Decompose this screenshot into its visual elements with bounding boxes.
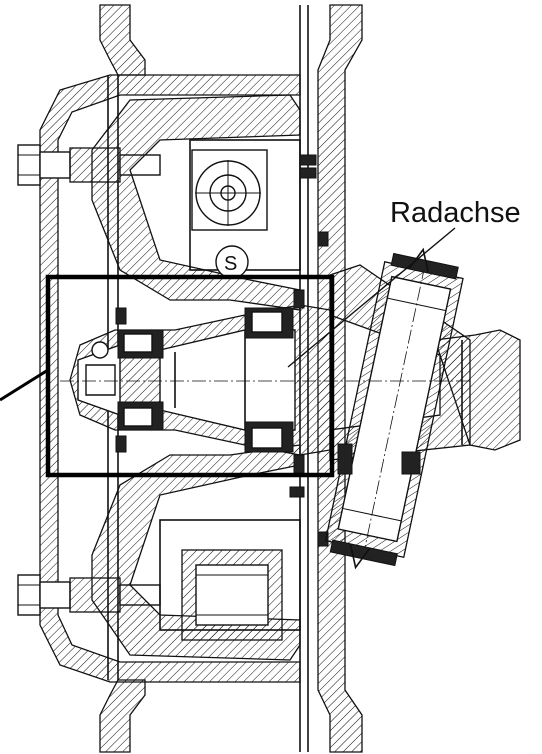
inner-taper-bearing-bottom (244, 421, 294, 453)
highlight-box (45, 274, 335, 478)
svg-text:S: S (224, 253, 237, 275)
radachse-label: Radachse (390, 197, 521, 229)
inner-taper-bearing-top (244, 307, 294, 339)
left-leader-line (0, 368, 49, 402)
upper-brake-cam: S (191, 149, 268, 279)
outer-taper-bearing-top (117, 329, 164, 359)
label-leader-line (287, 227, 456, 368)
bearing-fasteners (115, 154, 329, 547)
outer-taper-bearing-bottom (117, 401, 164, 431)
lower-brake-shoe (181, 549, 283, 641)
